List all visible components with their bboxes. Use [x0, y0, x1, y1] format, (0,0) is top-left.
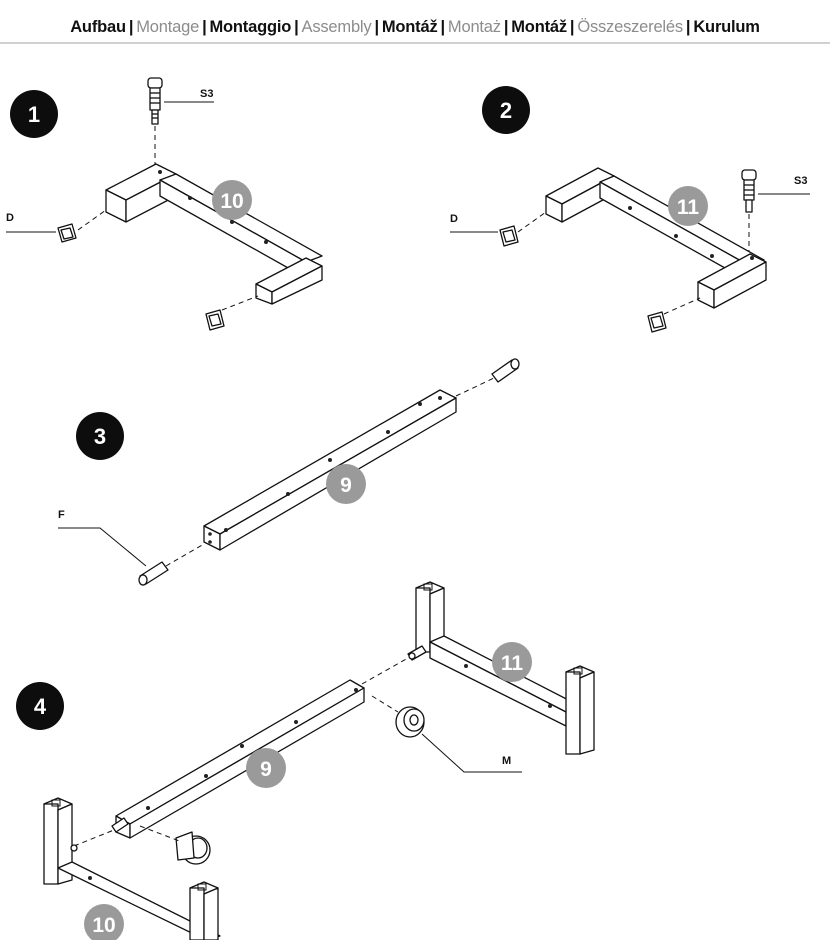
cam-lock-icon: [395, 706, 425, 738]
page-header: Aufbau|Montage|Montaggio|Assembly|Montáž…: [0, 0, 830, 44]
svg-text:10: 10: [92, 914, 115, 937]
label-s3: S3: [200, 88, 213, 100]
part-number-11-badge: 11: [668, 186, 708, 226]
label-s3: S3: [794, 175, 807, 187]
frame-10-upright: [43, 797, 221, 940]
language-fr: Montage: [136, 18, 200, 36]
part-number-10-badge: 10: [84, 904, 124, 940]
part-number-9-badge: 9: [246, 748, 286, 788]
svg-text:2: 2: [500, 98, 512, 123]
foot-cap-icon: [205, 309, 225, 331]
language-it: Montaggio: [209, 18, 292, 36]
step-1-badge: 1: [10, 90, 58, 138]
step-4: 4 11: [16, 581, 595, 940]
svg-text:9: 9: [260, 758, 272, 781]
part-number-10-badge: 10: [212, 180, 252, 220]
language-pl: Montaż: [447, 18, 501, 36]
step-3: 3 9 F: [58, 358, 520, 586]
foot-cap-icon: [57, 223, 77, 243]
language-tr: Kurulum: [693, 18, 760, 36]
frame-10: [105, 163, 323, 305]
dowel-icon: [491, 358, 520, 383]
step-3-badge: 3: [76, 412, 124, 460]
svg-text:10: 10: [220, 190, 243, 213]
connector-bolt-icon: [407, 645, 427, 661]
screw-s3-icon: [147, 77, 163, 125]
part-number-11-badge: 11: [492, 642, 532, 682]
svg-text:3: 3: [94, 424, 106, 449]
language-en: Assembly: [301, 18, 372, 36]
svg-text:11: 11: [501, 652, 524, 675]
language-title-line: Aufbau|Montage|Montaggio|Assembly|Montáž…: [70, 18, 760, 36]
step-4-badge: 4: [16, 682, 64, 730]
label-m: M: [502, 755, 511, 767]
screw-s3-icon: [741, 169, 757, 213]
step-2-badge: 2: [482, 86, 530, 134]
crossbar-9: [115, 679, 365, 839]
dowel-icon: [138, 561, 169, 586]
frame-11: [545, 167, 767, 309]
cam-lock-icon: [175, 831, 211, 865]
language-de: Aufbau: [70, 18, 126, 36]
language-hu: Összeszerelés: [577, 18, 683, 36]
language-sk: Montáž: [511, 18, 567, 36]
foot-cap-icon: [499, 225, 519, 247]
connector-bolt-icon: [111, 817, 129, 833]
svg-text:1: 1: [28, 102, 40, 127]
foot-cap-icon: [647, 311, 667, 333]
svg-text:4: 4: [34, 694, 47, 719]
step-2: 2 11: [450, 86, 810, 333]
crossbar-9: [203, 389, 457, 551]
label-f: F: [58, 509, 65, 521]
svg-text:9: 9: [340, 474, 352, 497]
part-number-9-badge: 9: [326, 464, 366, 504]
label-d: D: [450, 213, 458, 225]
step-1: 1 S3: [6, 77, 323, 331]
language-cs: Montáž: [381, 18, 438, 36]
label-d: D: [6, 212, 14, 224]
svg-text:11: 11: [677, 196, 700, 219]
